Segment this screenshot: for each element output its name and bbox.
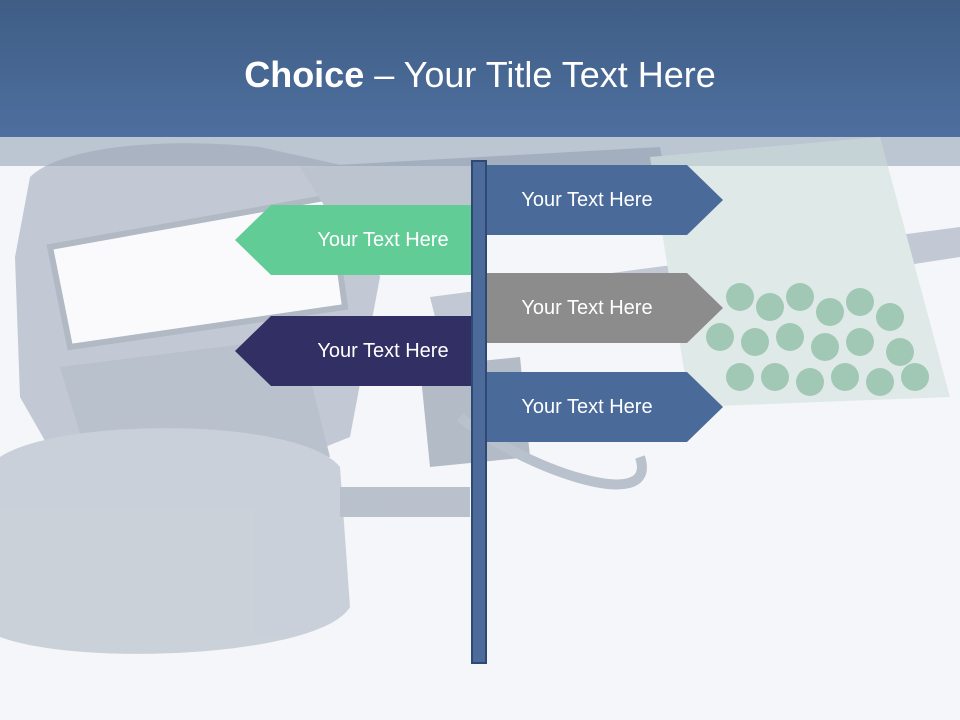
sign-2: Your Text Here: [235, 205, 471, 275]
slide-title-rest: – Your Title Text Here: [364, 54, 716, 95]
sign-5-label: Your Text Here: [521, 395, 653, 418]
sign-3: Your Text Here: [487, 273, 723, 343]
slide-title: Choice – Your Title Text Here: [0, 52, 960, 98]
sign-4-label: Your Text Here: [317, 339, 449, 362]
slide-title-bold: Choice: [244, 54, 365, 95]
sign-1-label: Your Text Here: [521, 188, 653, 211]
sign-3-label: Your Text Here: [521, 296, 653, 319]
title-bar: [0, 0, 960, 137]
sign-4: Your Text Here: [235, 316, 471, 386]
signpost-pole: [471, 160, 487, 664]
sign-2-label: Your Text Here: [317, 228, 449, 251]
sign-1: Your Text Here: [487, 165, 723, 235]
sign-5: Your Text Here: [487, 372, 723, 442]
